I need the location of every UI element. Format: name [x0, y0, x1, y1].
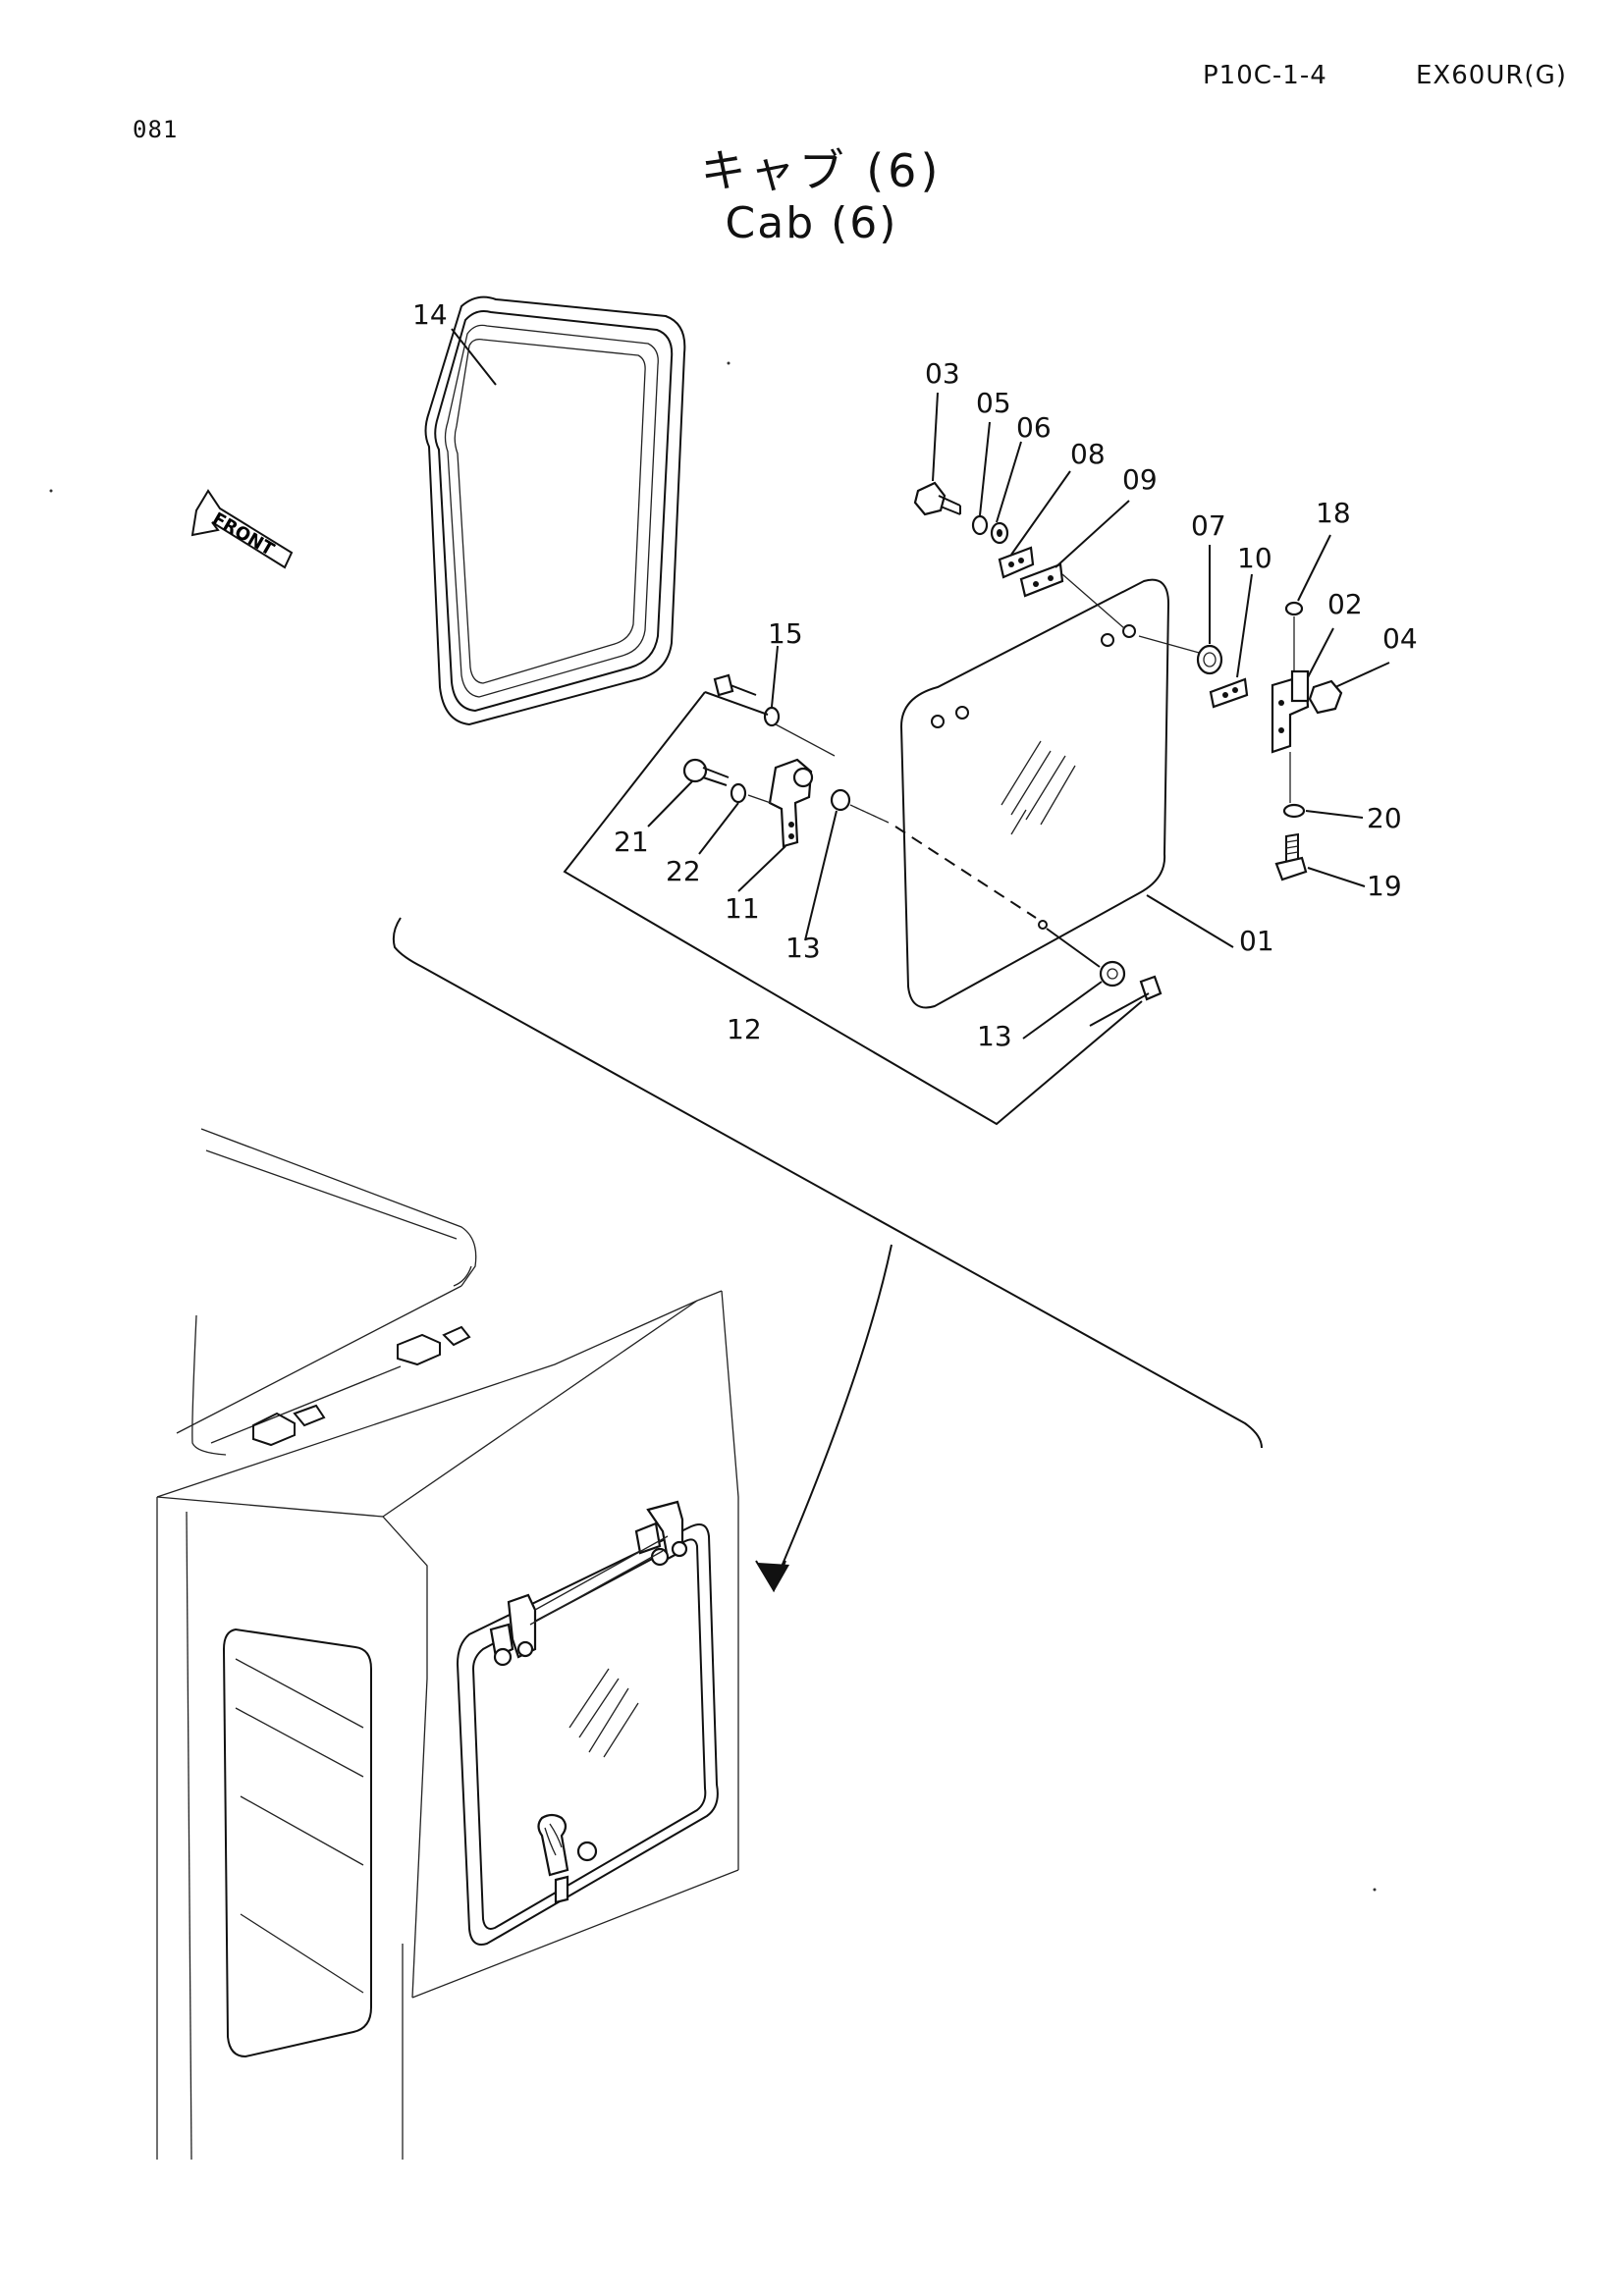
- plate-09: [1019, 562, 1064, 598]
- title-japanese: キャブ (6): [700, 144, 943, 197]
- callout-07: 07: [1191, 509, 1226, 542]
- plate-10: [1209, 677, 1249, 709]
- window-seal-frame: [424, 295, 686, 726]
- cap-lower: [1139, 975, 1163, 1001]
- callout-04: 04: [1382, 622, 1418, 655]
- plate-08: [998, 546, 1035, 579]
- callout-01: 01: [1239, 925, 1274, 957]
- spring-washer-05: [971, 514, 989, 536]
- callout-10: 10: [1237, 542, 1272, 574]
- assembly-bracket-12: [563, 691, 1143, 1126]
- title-english: Cab (6): [725, 198, 898, 248]
- callout-08: 08: [1070, 438, 1106, 470]
- bushing-07: [1196, 644, 1223, 675]
- callout-02: 02: [1327, 588, 1363, 620]
- screw-upper: [713, 673, 734, 697]
- callout-20: 20: [1367, 802, 1402, 834]
- hinge-02: [1271, 669, 1310, 754]
- callout-19: 19: [1367, 870, 1402, 902]
- bolt-19: [1274, 832, 1308, 881]
- callout-11: 11: [725, 892, 760, 925]
- washer-20: [1282, 803, 1306, 819]
- callout-22: 22: [666, 855, 701, 887]
- model-code: EX60UR(G): [1416, 61, 1567, 90]
- latch-11: [768, 758, 814, 848]
- callout-13-lower: 13: [977, 1020, 1012, 1052]
- front-direction-arrow: FRONT: [190, 489, 294, 569]
- washer-15: [763, 706, 781, 727]
- cab-body-illustration: [156, 1128, 739, 2161]
- page-number: 081: [133, 116, 179, 143]
- callout-18: 18: [1316, 497, 1351, 529]
- callout-21: 21: [614, 826, 649, 858]
- washer-18: [1284, 601, 1304, 616]
- callout-13-upper: 13: [785, 932, 821, 964]
- leader-lines: [451, 328, 1390, 1040]
- nut-13-lower: [1099, 960, 1126, 988]
- window-glass-panel: [899, 578, 1170, 1009]
- callout-15: 15: [768, 617, 803, 650]
- hinge-bolt-03: [913, 481, 961, 516]
- front-label: FRONT: [209, 508, 279, 561]
- washer-22: [730, 782, 747, 804]
- callout-05: 05: [976, 387, 1011, 419]
- detail-indicator: [392, 917, 1263, 1593]
- bolt-21: [682, 758, 730, 786]
- callout-03: 03: [925, 357, 960, 390]
- cap-nut-04: [1308, 679, 1343, 715]
- callout-14: 14: [412, 298, 448, 331]
- callout-12: 12: [727, 1013, 762, 1045]
- nut-13-upper: [830, 788, 851, 812]
- callout-06: 06: [1016, 411, 1052, 444]
- callout-09: 09: [1122, 463, 1158, 496]
- page-code: P10C-1-4: [1203, 61, 1327, 90]
